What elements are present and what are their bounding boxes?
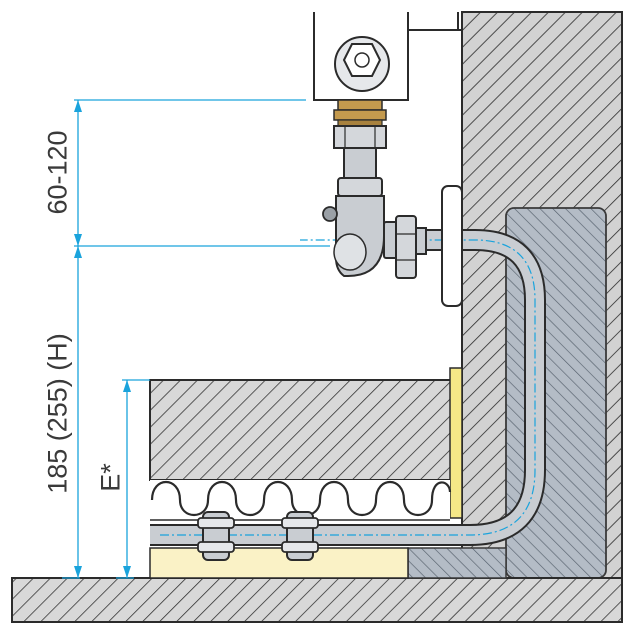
valve — [322, 125, 387, 277]
dimension-label-top: 60-120 — [42, 130, 73, 215]
floor-bed — [149, 547, 409, 579]
screed-layer — [149, 379, 463, 481]
pipe-coupling-left — [197, 511, 235, 561]
brass-nipple — [333, 99, 387, 127]
floor-slab — [11, 577, 623, 623]
pipe-centerline — [160, 239, 536, 536]
dimension-label-floor: E* — [95, 463, 126, 492]
dimension-lines — [62, 99, 330, 579]
wall-rosette — [441, 185, 463, 307]
radiator-plug — [334, 36, 390, 92]
pipe-coupling-right — [281, 511, 319, 561]
dimension-label-total: 185 (255) (H) — [42, 333, 73, 494]
compression-fitting — [383, 215, 427, 279]
floor-insulation — [407, 547, 507, 579]
edge-strip — [449, 367, 463, 519]
dimension-arrows — [74, 100, 131, 578]
